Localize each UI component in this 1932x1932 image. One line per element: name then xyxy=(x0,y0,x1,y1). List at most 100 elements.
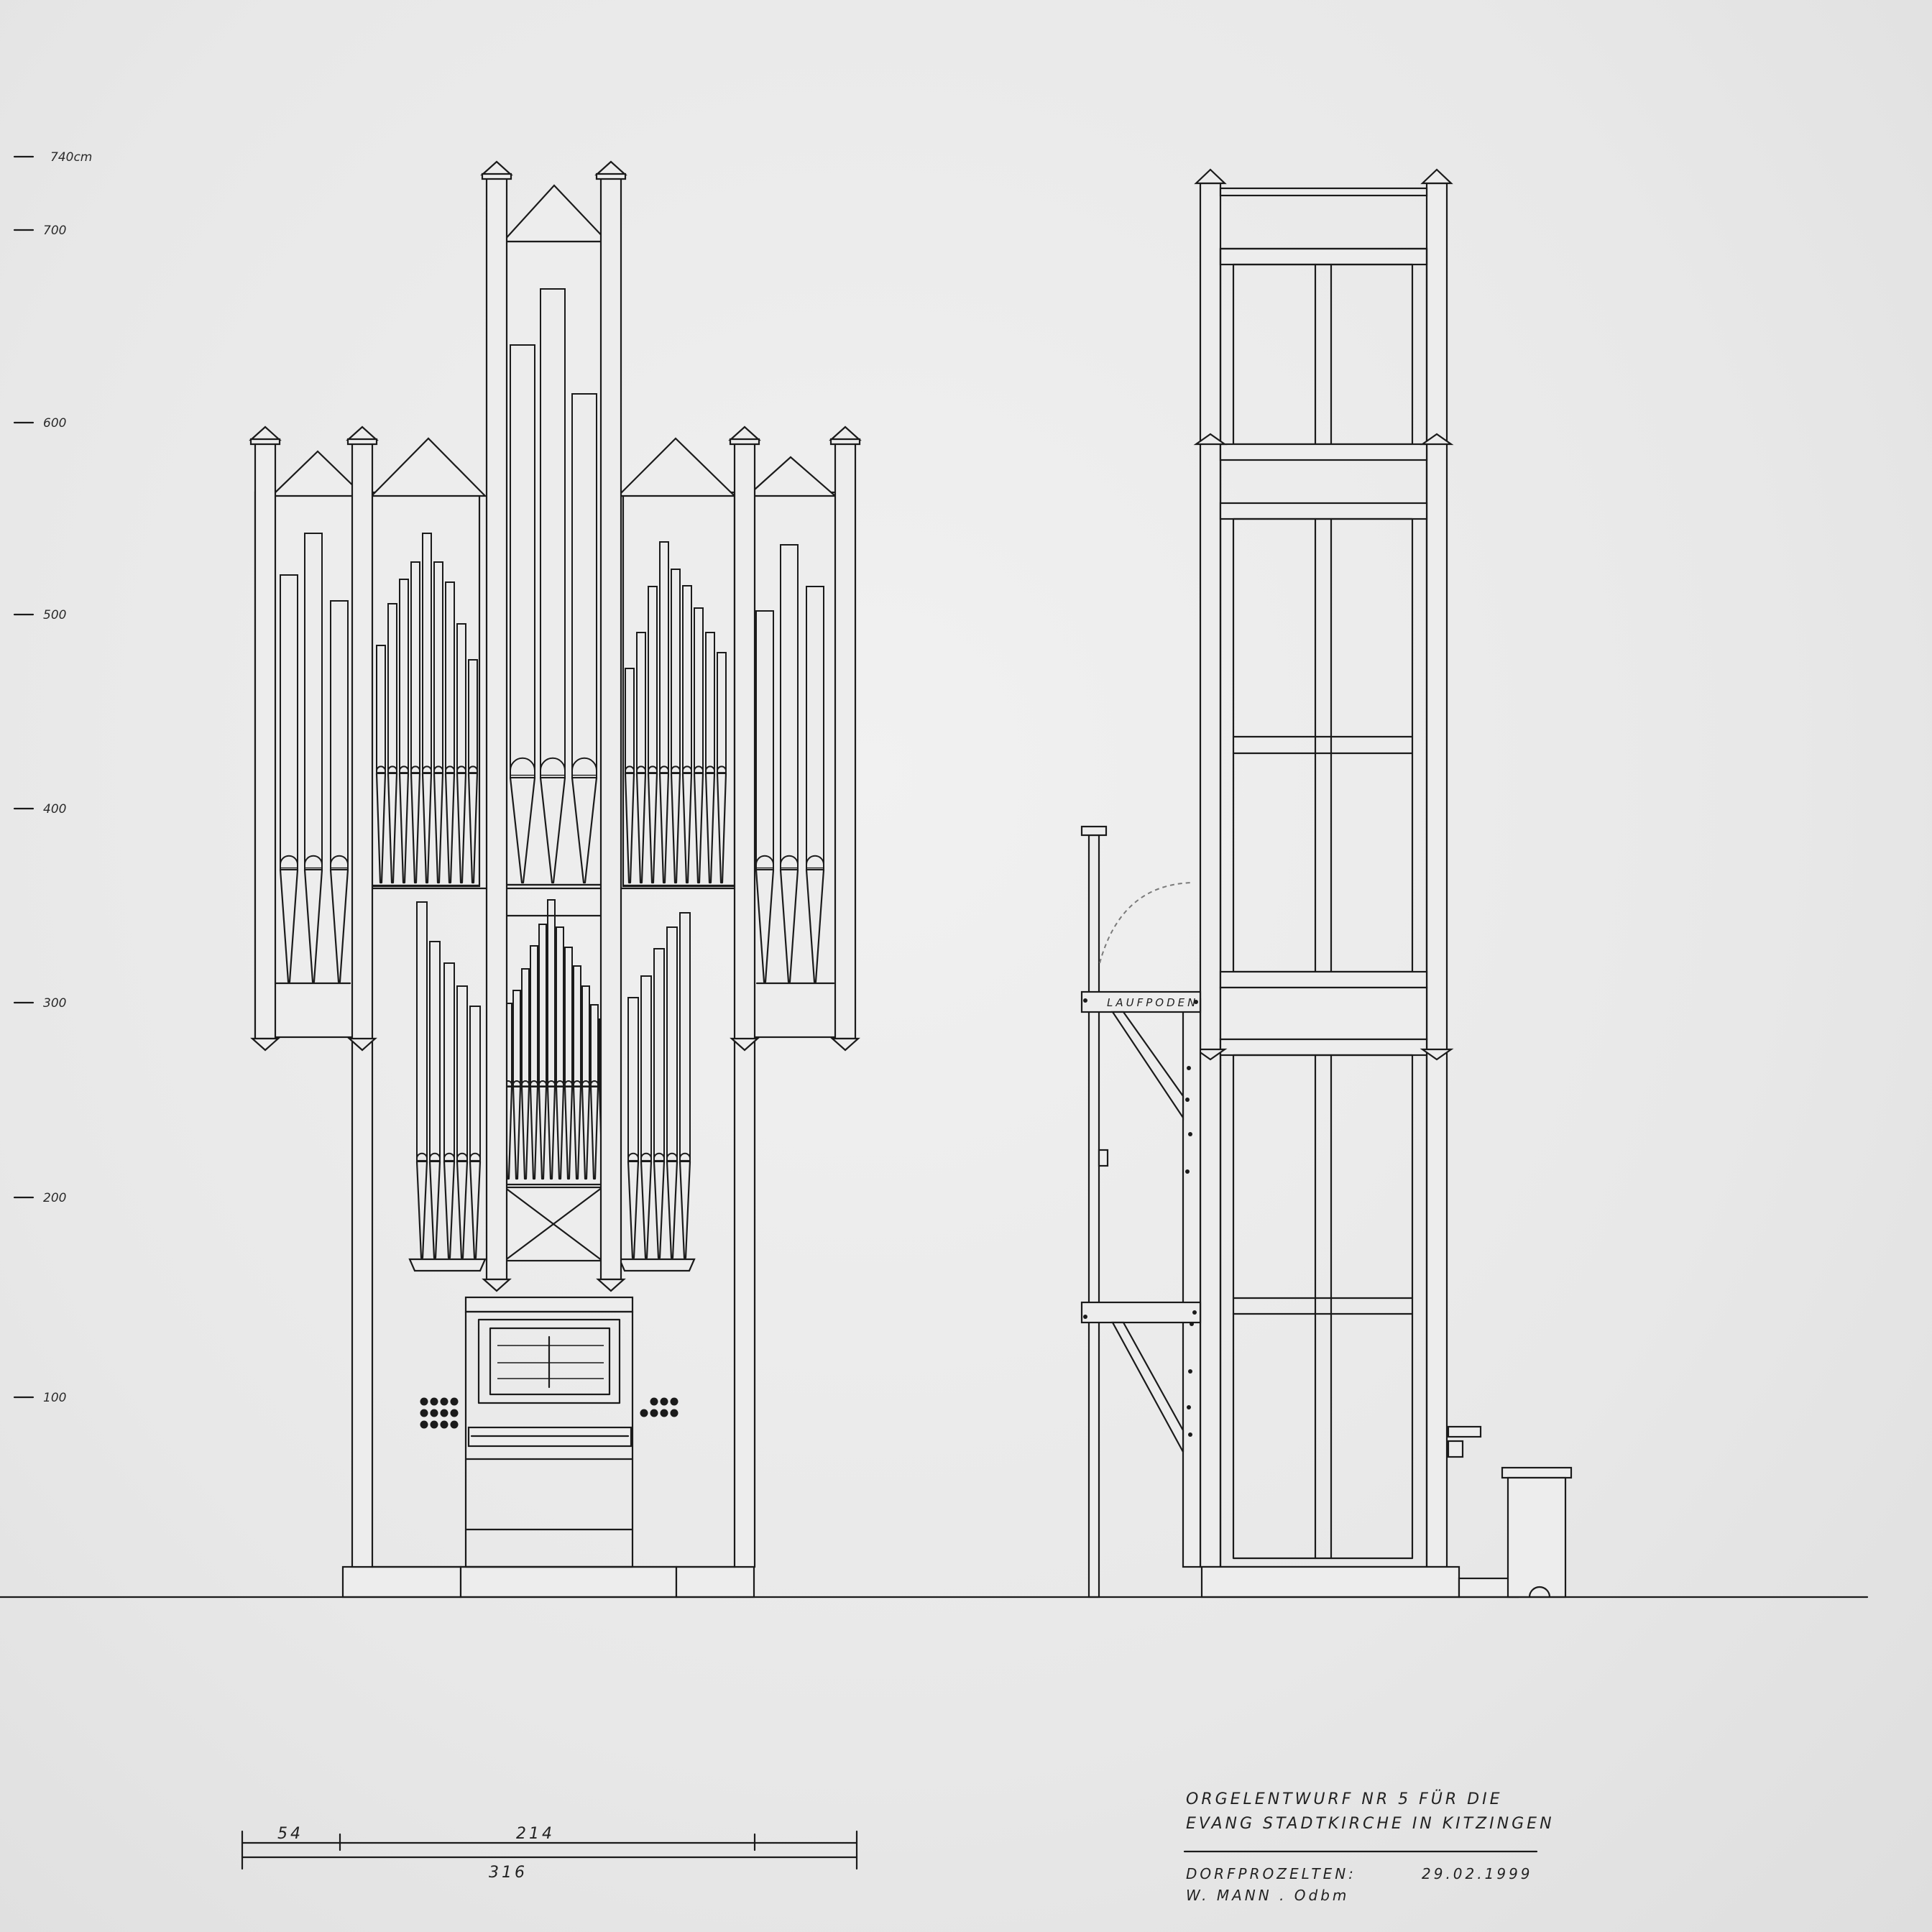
post-cap xyxy=(595,172,627,180)
bolt-dot xyxy=(1187,1066,1191,1070)
post-pendant xyxy=(482,1278,512,1292)
pipe-mouth xyxy=(330,855,349,870)
organ-pipe xyxy=(468,659,478,774)
pipe-foot xyxy=(624,772,635,884)
bolt-dot xyxy=(1194,1000,1198,1004)
pipe-mouth xyxy=(304,855,323,870)
scale-tick-label: 200 xyxy=(43,1191,66,1205)
organ-pipe xyxy=(682,585,692,774)
pipe-foot xyxy=(398,772,410,884)
bench-body xyxy=(1506,1476,1567,1598)
stop-knob xyxy=(440,1397,448,1406)
stop-knob xyxy=(420,1397,428,1406)
side-upper-beam xyxy=(1219,247,1428,266)
stop-knob xyxy=(430,1397,438,1406)
side-back-low-finial xyxy=(1420,1048,1454,1061)
side-panel-3 xyxy=(1232,1054,1414,1560)
organ-pipe xyxy=(806,586,824,870)
organ-pipe xyxy=(399,579,409,774)
organ-pipe xyxy=(443,962,455,1162)
pipe-foot xyxy=(509,776,536,884)
music-desk-inner xyxy=(489,1327,611,1396)
pipe-foot xyxy=(693,772,704,884)
organ-pipe xyxy=(469,1006,481,1162)
pipe-mouth xyxy=(806,855,824,870)
pipe-foot xyxy=(443,1160,456,1259)
left-lower-shelf xyxy=(408,1258,487,1272)
stop-knob xyxy=(660,1409,668,1417)
left-stop-knobs xyxy=(420,1397,459,1429)
scale-tick-label: 300 xyxy=(43,996,66,1011)
walkway-label: LAUFPODEN xyxy=(1107,996,1198,1009)
post-pendant xyxy=(830,1037,860,1052)
pipe-foot xyxy=(670,772,681,884)
title-line-2: EVANG STADTKIRCHE IN KITZINGEN xyxy=(1186,1815,1555,1833)
pipe-foot xyxy=(539,776,566,884)
dim-total: 316 xyxy=(489,1864,528,1882)
scale-unit-label: 740cm xyxy=(50,150,92,165)
console-body xyxy=(464,1310,634,1568)
organ-pipe xyxy=(780,544,799,870)
scale-tick-label: 500 xyxy=(43,608,66,622)
pipe-foot xyxy=(805,868,825,983)
pipe-foot xyxy=(678,1160,691,1259)
side-beam-2 xyxy=(1219,443,1428,461)
pipe-foot xyxy=(572,1085,582,1180)
scale-tick-label: 400 xyxy=(43,802,66,816)
case-post xyxy=(254,438,277,1040)
organ-pipe xyxy=(445,581,455,774)
organ-pipe xyxy=(304,533,323,870)
pedal-top xyxy=(1447,1425,1482,1438)
post-pendant xyxy=(730,1037,760,1052)
pipe-foot xyxy=(456,1160,469,1259)
pipe-foot xyxy=(779,868,799,983)
music-desk xyxy=(477,1318,621,1404)
walkway-lower xyxy=(1080,1301,1202,1324)
organ-pipe xyxy=(671,569,681,774)
pipe-foot xyxy=(279,868,299,983)
organ-pipe xyxy=(416,901,428,1162)
pipe-foot xyxy=(564,1085,574,1180)
pipe-foot xyxy=(627,1160,640,1259)
pipe-foot xyxy=(571,776,598,884)
bolt-dot xyxy=(1188,1432,1192,1437)
organ-pipe xyxy=(538,924,547,1087)
pipe-foot xyxy=(716,772,727,884)
stop-knob xyxy=(640,1409,648,1417)
organ-pipe xyxy=(625,668,635,774)
right-flat-pediment xyxy=(616,437,737,497)
title-block: ORGELENTWURF NR 5 FÜR DIE EVANG STADTKIR… xyxy=(1183,1790,1555,1904)
scale-tick-label: 700 xyxy=(43,224,66,238)
pipe-mouth xyxy=(510,757,535,778)
side-base xyxy=(1200,1565,1460,1598)
organ-pipe xyxy=(564,947,573,1087)
organ-pipe xyxy=(648,586,658,774)
pipe-foot xyxy=(421,772,433,884)
case-post xyxy=(351,438,374,1568)
pipe-foot xyxy=(666,1160,678,1259)
author-text: W. MANN . Odbm xyxy=(1186,1887,1349,1904)
pipe-foot xyxy=(640,1160,653,1259)
stop-knob xyxy=(440,1409,448,1417)
post-finial xyxy=(594,160,627,176)
post-finial xyxy=(346,426,379,441)
side-back-finial xyxy=(1420,168,1453,185)
pipe-foot xyxy=(755,868,775,983)
organ-pipe xyxy=(694,607,704,774)
pipe-foot xyxy=(538,1085,548,1180)
dim-middle: 214 xyxy=(516,1825,555,1843)
organ-pipe xyxy=(636,632,646,774)
front-pipes xyxy=(279,288,825,1259)
bolt-dot xyxy=(1192,1310,1197,1315)
organ-pipe xyxy=(640,975,652,1162)
width-dimensions: 54 214 316 xyxy=(241,1825,858,1882)
side-front-low-finial xyxy=(1193,1048,1228,1061)
side-beam-3 xyxy=(1219,502,1428,520)
organ-pipe xyxy=(376,645,386,774)
pedal-block xyxy=(1447,1440,1464,1458)
stop-knob xyxy=(450,1409,459,1417)
pipe-foot xyxy=(520,1085,530,1180)
side-elevation: LAUFPODEN xyxy=(1080,168,1573,1598)
